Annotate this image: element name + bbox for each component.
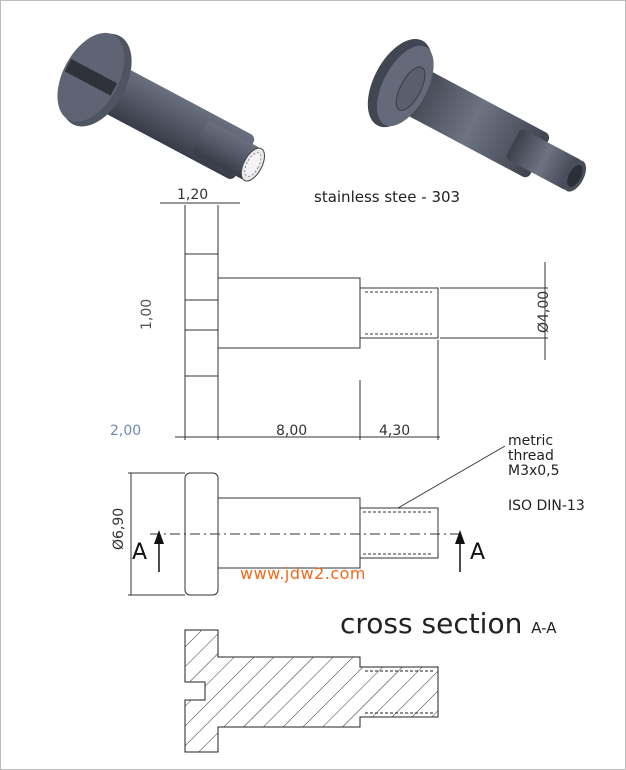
- screw-3d-rear-icon: [367, 38, 587, 192]
- screw-3d-front-icon: [57, 32, 266, 182]
- cross-section-view: [184, 629, 439, 753]
- dimension-thread-diameter: Ø4,00: [536, 290, 552, 333]
- dimension-thread-length: 4,30: [379, 423, 411, 439]
- standard-note: ISO DIN-13: [508, 498, 585, 514]
- cross-section-title-text: cross section: [340, 607, 523, 640]
- front-view: [128, 445, 506, 596]
- section-marker-left: A: [132, 540, 148, 565]
- dimension-slot-depth: 1,00: [139, 298, 155, 330]
- thread-note-line2: thread: [508, 448, 554, 464]
- section-arrow-icon: [154, 530, 465, 572]
- dimension-slot-width: 2,00: [110, 423, 142, 439]
- dimension-head-thickness: 1,20: [177, 187, 209, 203]
- cross-section-suffix: A-A: [531, 619, 557, 637]
- top-view: [160, 202, 548, 440]
- thread-note: metric thread M3x0,5: [508, 434, 560, 479]
- thread-note-line3: M3x0,5: [508, 463, 560, 479]
- section-marker-right: A: [470, 540, 486, 565]
- dimension-head-diameter: Ø6,90: [111, 507, 127, 550]
- thread-note-line1: metric: [508, 433, 554, 449]
- dimension-shank-length: 8,00: [276, 423, 308, 439]
- material-note: stainless stee - 303: [314, 188, 461, 206]
- cross-section-title: cross section A-A: [340, 610, 557, 638]
- watermark-url: www.jdw2.com: [240, 564, 366, 583]
